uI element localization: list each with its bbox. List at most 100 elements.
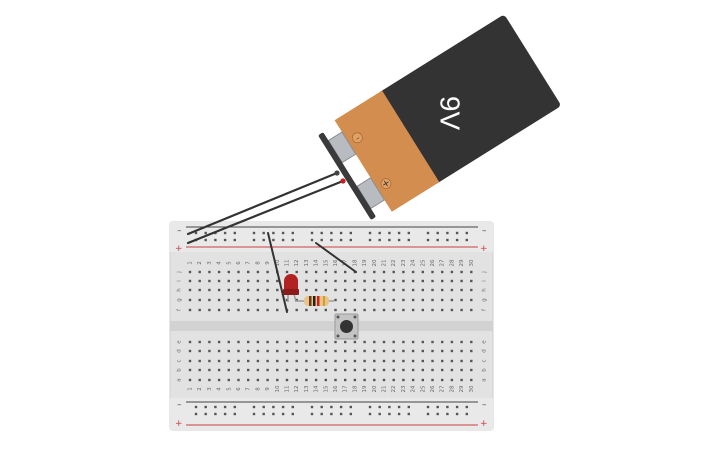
breadboard-hole[interactable] bbox=[373, 340, 376, 344]
resistor[interactable] bbox=[296, 296, 334, 306]
breadboard-hole[interactable] bbox=[227, 378, 230, 382]
breadboard-hole[interactable] bbox=[460, 298, 463, 302]
breadboard-hole[interactable] bbox=[368, 231, 372, 235]
breadboard-hole[interactable] bbox=[314, 349, 318, 353]
breadboard-hole[interactable] bbox=[272, 405, 275, 409]
breadboard-hole[interactable] bbox=[291, 405, 294, 409]
breadboard-hole[interactable] bbox=[291, 238, 294, 242]
breadboard-hole[interactable] bbox=[276, 308, 279, 312]
breadboard-hole[interactable] bbox=[227, 340, 230, 344]
breadboard-hole[interactable] bbox=[465, 405, 468, 409]
breadboard-hole[interactable] bbox=[421, 308, 424, 312]
breadboard-hole[interactable] bbox=[436, 231, 439, 235]
breadboard-hole[interactable] bbox=[421, 378, 424, 382]
breadboard-hole[interactable] bbox=[460, 378, 463, 382]
breadboard-hole[interactable] bbox=[291, 231, 294, 235]
breadboard-hole[interactable] bbox=[276, 378, 279, 382]
breadboard-hole[interactable] bbox=[334, 378, 337, 382]
breadboard-hole[interactable] bbox=[344, 270, 347, 274]
breadboard-hole[interactable] bbox=[450, 298, 454, 302]
breadboard-hole[interactable] bbox=[392, 298, 395, 302]
breadboard-hole[interactable] bbox=[252, 231, 256, 235]
breadboard-hole[interactable] bbox=[455, 231, 459, 235]
breadboard-hole[interactable] bbox=[198, 378, 201, 382]
breadboard-hole[interactable] bbox=[188, 288, 192, 292]
breadboard-hole[interactable] bbox=[208, 368, 211, 372]
breadboard-hole[interactable] bbox=[450, 368, 454, 372]
breadboard-hole[interactable] bbox=[431, 270, 434, 274]
breadboard-hole[interactable] bbox=[402, 298, 405, 302]
breadboard-hole[interactable] bbox=[262, 412, 265, 416]
breadboard-hole[interactable] bbox=[237, 279, 240, 283]
breadboard-hole[interactable] bbox=[223, 412, 227, 416]
breadboard-hole[interactable] bbox=[402, 308, 405, 312]
breadboard-hole[interactable] bbox=[353, 298, 357, 302]
breadboard-hole[interactable] bbox=[247, 349, 250, 353]
breadboard-hole[interactable] bbox=[281, 405, 285, 409]
breadboard-hole[interactable] bbox=[373, 279, 376, 283]
breadboard-hole[interactable] bbox=[363, 279, 366, 283]
breadboard-hole[interactable] bbox=[455, 412, 459, 416]
breadboard-hole[interactable] bbox=[421, 340, 424, 344]
breadboard-hole[interactable] bbox=[431, 340, 434, 344]
breadboard-hole[interactable] bbox=[276, 368, 279, 372]
breadboard-hole[interactable] bbox=[392, 349, 395, 353]
breadboard-hole[interactable] bbox=[208, 298, 211, 302]
breadboard-hole[interactable] bbox=[285, 349, 289, 353]
jumper-wire-right[interactable] bbox=[315, 242, 357, 273]
breadboard-hole[interactable] bbox=[344, 298, 347, 302]
breadboard-hole[interactable] bbox=[217, 368, 221, 372]
breadboard-hole[interactable] bbox=[217, 279, 221, 283]
breadboard-hole[interactable] bbox=[465, 238, 468, 242]
breadboard-hole[interactable] bbox=[460, 288, 463, 292]
wire-battery-negative[interactable] bbox=[186, 171, 339, 236]
breadboard-hole[interactable] bbox=[281, 412, 285, 416]
breadboard-hole[interactable] bbox=[237, 349, 240, 353]
breadboard-hole[interactable] bbox=[411, 308, 415, 312]
breadboard-hole[interactable] bbox=[339, 231, 343, 235]
breadboard-hole[interactable] bbox=[470, 378, 473, 382]
breadboard-hole[interactable] bbox=[334, 270, 337, 274]
breadboard-hole[interactable] bbox=[198, 368, 201, 372]
breadboard-hole[interactable] bbox=[378, 412, 381, 416]
breadboard-hole[interactable] bbox=[392, 270, 395, 274]
breadboard-hole[interactable] bbox=[460, 349, 463, 353]
breadboard-hole[interactable] bbox=[276, 279, 279, 283]
breadboard-hole[interactable] bbox=[388, 231, 391, 235]
breadboard-hole[interactable] bbox=[217, 378, 221, 382]
breadboard-hole[interactable] bbox=[441, 298, 444, 302]
breadboard-hole[interactable] bbox=[295, 368, 298, 372]
push-button-cap[interactable] bbox=[340, 320, 353, 333]
breadboard-hole[interactable] bbox=[431, 378, 434, 382]
breadboard-hole[interactable] bbox=[368, 405, 372, 409]
breadboard-hole[interactable] bbox=[256, 349, 260, 353]
breadboard-hole[interactable] bbox=[194, 412, 198, 416]
breadboard-hole[interactable] bbox=[402, 359, 405, 363]
breadboard-hole[interactable] bbox=[227, 298, 230, 302]
breadboard-hole[interactable] bbox=[305, 308, 308, 312]
breadboard-hole[interactable] bbox=[460, 270, 463, 274]
breadboard-hole[interactable] bbox=[339, 412, 343, 416]
breadboard-hole[interactable] bbox=[441, 288, 444, 292]
breadboard-hole[interactable] bbox=[188, 340, 192, 344]
breadboard-hole[interactable] bbox=[353, 288, 357, 292]
breadboard-hole[interactable] bbox=[431, 288, 434, 292]
breadboard-hole[interactable] bbox=[188, 378, 192, 382]
breadboard-hole[interactable] bbox=[460, 308, 463, 312]
breadboard-hole[interactable] bbox=[411, 279, 415, 283]
breadboard-hole[interactable] bbox=[397, 405, 401, 409]
breadboard-hole[interactable] bbox=[295, 340, 298, 344]
breadboard-hole[interactable] bbox=[188, 270, 192, 274]
breadboard-hole[interactable] bbox=[349, 238, 352, 242]
breadboard-hole[interactable] bbox=[305, 359, 308, 363]
breadboard-hole[interactable] bbox=[214, 412, 217, 416]
breadboard-hole[interactable] bbox=[450, 270, 454, 274]
breadboard-hole[interactable] bbox=[353, 279, 357, 283]
breadboard-hole[interactable] bbox=[450, 308, 454, 312]
breadboard-hole[interactable] bbox=[349, 412, 352, 416]
breadboard-hole[interactable] bbox=[305, 368, 308, 372]
breadboard-hole[interactable] bbox=[217, 308, 221, 312]
breadboard-hole[interactable] bbox=[441, 270, 444, 274]
breadboard-hole[interactable] bbox=[470, 368, 473, 372]
breadboard-hole[interactable] bbox=[276, 359, 279, 363]
